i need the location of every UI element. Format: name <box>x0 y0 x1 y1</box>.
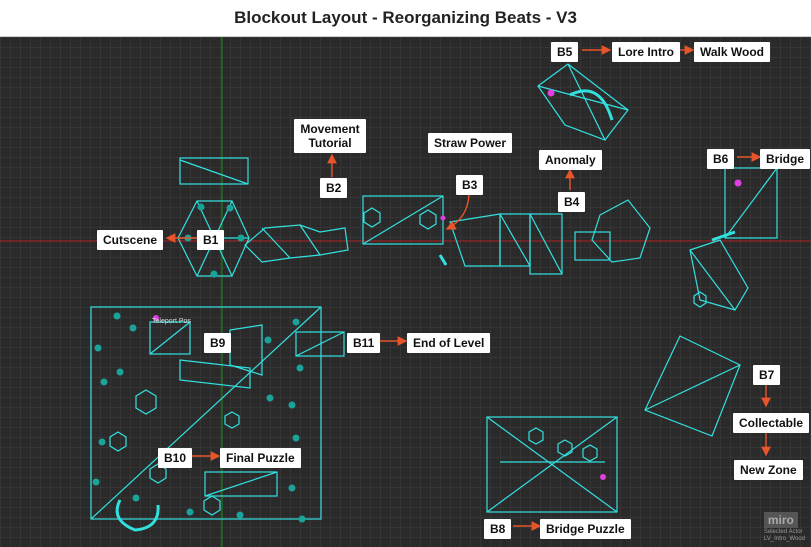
b8-area <box>486 416 618 513</box>
label-b4[interactable]: B4 <box>558 192 586 212</box>
selected-actor-text: Selected Actor <box>763 529 803 535</box>
title-bar: Blockout Layout - Reorganizing Beats - V… <box>0 0 811 37</box>
label-b10[interactable]: B10 <box>158 448 193 468</box>
miro-watermark: miro Selected Actor LV_Intro_Wood <box>763 511 805 543</box>
label-final-puzzle[interactable]: Final Puzzle <box>220 448 301 468</box>
label-b3[interactable]: B3 <box>456 175 484 195</box>
label-b11[interactable]: B11 <box>347 333 381 353</box>
b9-b10-area <box>90 306 322 520</box>
label-anomaly[interactable]: Anomaly <box>539 150 602 170</box>
label-walk-wood[interactable]: Walk Wood <box>694 42 770 62</box>
editor-viewport[interactable]: B1 Cutscene B2 Movement Tutorial B3 Stra… <box>0 37 811 547</box>
label-b6[interactable]: B6 <box>707 149 735 169</box>
label-b9[interactable]: B9 <box>204 333 232 353</box>
label-b8[interactable]: B8 <box>484 519 512 539</box>
label-movement-tutorial[interactable]: Movement Tutorial <box>294 119 366 153</box>
miro-logo: miro <box>763 512 798 528</box>
label-straw-power[interactable]: Straw Power <box>428 133 513 153</box>
b5-area <box>537 63 629 141</box>
label-b2[interactable]: B2 <box>320 178 348 198</box>
label-collectable[interactable]: Collectable <box>733 413 810 433</box>
teleport-pos-text: Teleport Pos <box>152 318 191 325</box>
level-geometry <box>0 37 811 547</box>
actor-name-text: LV_Intro_Wood <box>763 536 805 542</box>
label-new-zone[interactable]: New Zone <box>734 460 803 480</box>
label-lore-intro[interactable]: Lore Intro <box>612 42 680 62</box>
label-bridge-puzzle[interactable]: Bridge Puzzle <box>540 519 631 539</box>
spawn-platform <box>179 157 249 185</box>
label-b7[interactable]: B7 <box>753 365 781 385</box>
label-b5[interactable]: B5 <box>551 42 579 62</box>
label-end-of-level[interactable]: End of Level <box>407 333 491 353</box>
b6-platform <box>724 167 778 239</box>
label-bridge[interactable]: Bridge <box>760 149 811 169</box>
label-b1[interactable]: B1 <box>197 230 225 250</box>
b7-platform <box>644 335 741 437</box>
label-cutscene[interactable]: Cutscene <box>97 230 164 250</box>
page-title: Blockout Layout - Reorganizing Beats - V… <box>234 8 577 27</box>
